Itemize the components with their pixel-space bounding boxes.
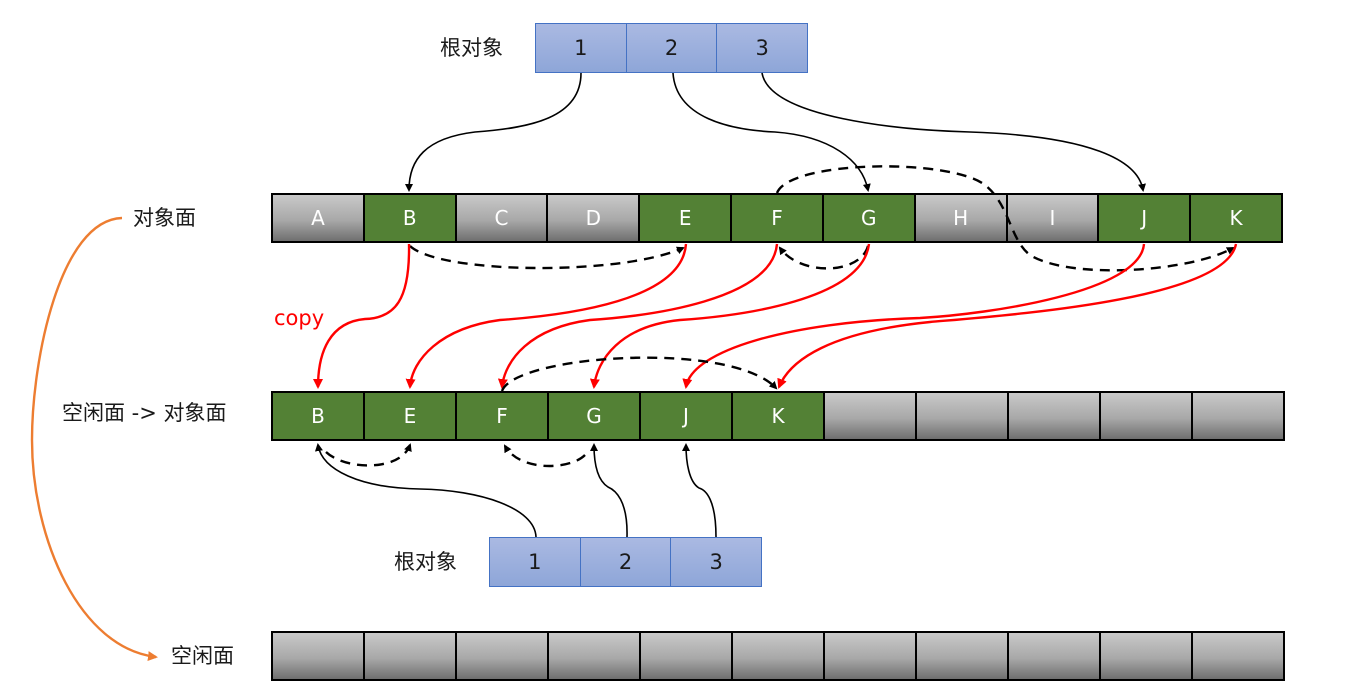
object-cell-A: A <box>273 195 365 241</box>
copy-arrow-B <box>313 243 411 389</box>
empty-cell <box>273 633 365 679</box>
ref-dashed-B2-to-E2 <box>325 443 412 467</box>
copy-arrow-J <box>682 243 1146 389</box>
empty-cell <box>1193 633 1283 679</box>
root-object-1: 1 <box>490 538 581 586</box>
ref-dashed-F2-to-K2 <box>500 356 778 392</box>
empty-cell <box>1009 393 1101 439</box>
object-cell-K: K <box>733 393 825 439</box>
object-cell-H: H <box>915 195 1008 241</box>
ref-dashed-B-to-E <box>409 245 685 270</box>
object-cell-I: I <box>1007 195 1100 241</box>
empty-cell <box>549 633 641 679</box>
empty-cell <box>917 393 1009 439</box>
ref-dashed-G-to-F <box>778 245 870 270</box>
object-cell-B: B <box>273 393 365 439</box>
free-space-label: 空闲面 <box>171 644 234 668</box>
object-cell-D: D <box>548 195 641 241</box>
empty-cell <box>1101 393 1193 439</box>
object-cell-G: G <box>549 393 641 439</box>
empty-cell <box>825 633 917 679</box>
copy-arrow-G <box>589 243 871 389</box>
copy-arrow-E <box>405 243 688 389</box>
empty-cell <box>365 633 457 679</box>
empty-cell <box>1101 633 1193 679</box>
empty-cell <box>825 393 917 439</box>
copy-label: copy <box>274 306 325 330</box>
object-cell-E: E <box>365 393 457 439</box>
ref-arrow-root1-to-B <box>405 72 582 192</box>
ref-dashed-G2-to-F2 <box>503 444 586 468</box>
ref-arrow-root3-to-J <box>761 72 1146 192</box>
object-cell-B: B <box>364 195 457 241</box>
object-cell-G: G <box>823 195 916 241</box>
object-space-label: 对象面 <box>133 206 196 230</box>
root-object-3: 3 <box>671 538 762 586</box>
ref-arrow-root3-to-J2 <box>682 443 717 538</box>
root-object-2: 2 <box>580 538 672 586</box>
empty-cell <box>1009 633 1101 679</box>
object-cell-J: J <box>641 393 733 439</box>
empty-cell <box>1193 393 1283 439</box>
empty-cell <box>733 633 825 679</box>
object-cell-F: F <box>457 393 549 439</box>
ref-arrow-root2-to-G <box>672 72 871 192</box>
root-object-1: 1 <box>536 24 627 72</box>
top-root-label: 根对象 <box>440 36 503 60</box>
root-object-2: 2 <box>626 24 718 72</box>
ref-arrow-root2-to-G2 <box>590 443 628 538</box>
free-space-strip <box>271 631 1285 681</box>
free-to-object-space-label: 空闲面 -> 对象面 <box>62 401 227 425</box>
object-cell-K: K <box>1191 195 1281 241</box>
empty-cell <box>641 633 733 679</box>
copy-arrow-F <box>497 243 779 389</box>
copy-arrow-K <box>777 243 1238 389</box>
empty-cell <box>457 633 549 679</box>
bottom-root-label: 根对象 <box>394 550 457 574</box>
empty-cell <box>917 633 1009 679</box>
root-object-3: 3 <box>717 24 808 72</box>
object-cell-F: F <box>732 195 824 241</box>
object-cell-E: E <box>640 195 733 241</box>
object-cell-C: C <box>456 195 549 241</box>
space-swap-arrow <box>30 216 158 662</box>
ref-arrow-root1-to-B2 <box>315 443 537 538</box>
object-cell-J: J <box>1099 195 1192 241</box>
